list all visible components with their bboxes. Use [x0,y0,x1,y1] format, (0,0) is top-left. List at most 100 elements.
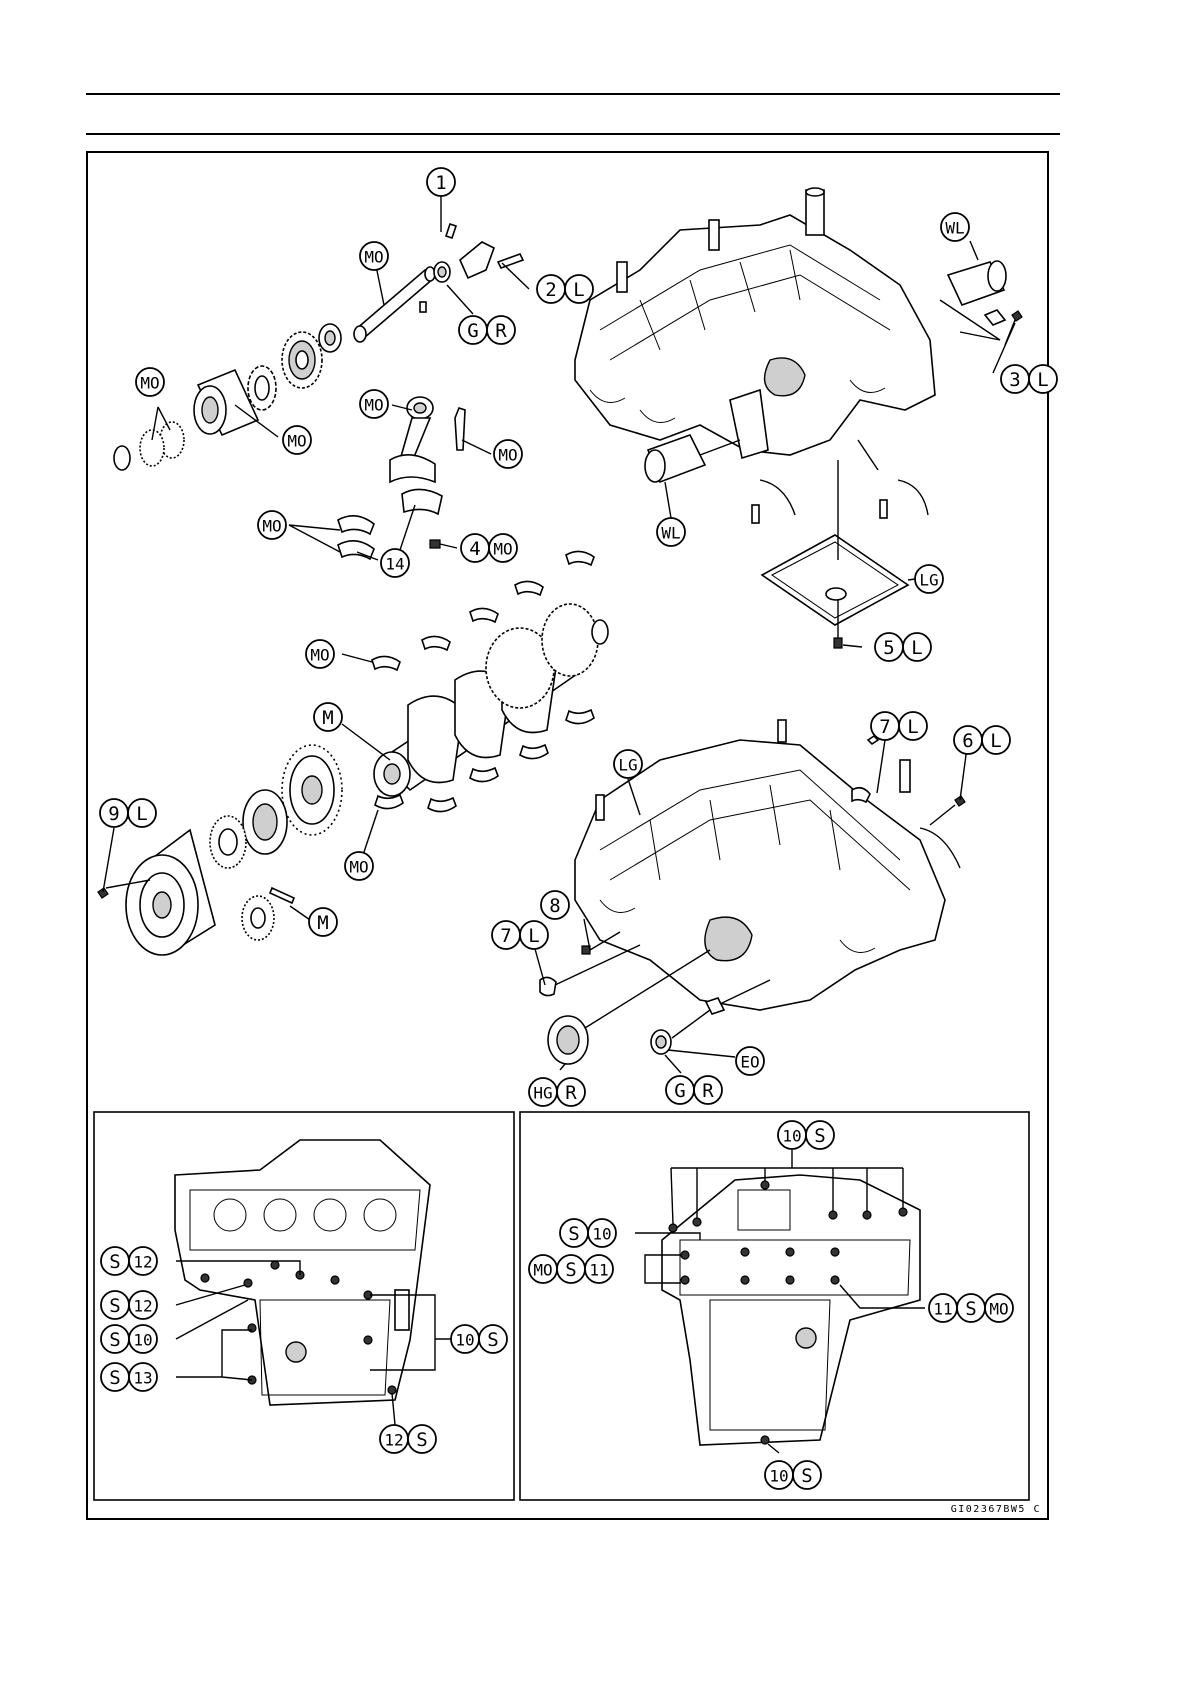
callout-e10Sb: 10S [765,1461,821,1489]
callout-text: 10 [455,1331,474,1350]
callout-text: MO [364,396,383,415]
callout-text: S [565,1259,576,1281]
starter-gear [282,745,342,835]
callout-text: R [565,1082,577,1104]
callout-text: WL [661,524,680,543]
callout-text: S [568,1223,579,1245]
callout-text: MO [533,1261,552,1280]
starter-idle-gear [242,888,294,940]
callout-text: 6 [962,730,973,752]
callout-dS12a: S 12 [101,1247,157,1275]
crankshaft [374,604,608,796]
callout-c14: 14 [381,549,409,577]
callout-text: 10 [769,1467,788,1486]
callout-text: 13 [133,1369,152,1388]
callout-text: 12 [133,1253,152,1272]
callout-cWL1: WL [941,213,969,241]
callout-text: S [487,1329,498,1351]
callout-text: S [416,1429,427,1451]
callout-text: S [109,1251,120,1273]
callout-text: L [911,637,922,659]
callout-text: LG [919,571,938,590]
callout-cM2: M [309,908,337,936]
callout-text: MO [364,248,383,267]
callout-text: MO [310,646,329,665]
callout-c8: 8 [541,891,569,919]
upper-crankcase [575,188,935,458]
callout-text: 10 [782,1127,801,1146]
callout-text: R [495,320,507,342]
balancer-gear [282,332,322,388]
callout-text: 7 [500,925,511,947]
callout-text: G [674,1080,685,1102]
callout-text: EO [740,1053,759,1072]
callout-text: M [322,707,333,729]
callout-text: 2 [545,279,556,301]
callout-e10Sa: 10 S [778,1121,834,1149]
callout-text: L [528,925,539,947]
callout-text: M [317,912,328,934]
callout-text: L [1037,369,1048,391]
callout-cLG2: LG [614,750,642,778]
callout-text: L [907,716,918,738]
water-pipe-upper [940,261,1022,345]
callout-text: LG [618,756,637,775]
connecting-rod [390,397,465,548]
callout-text: L [573,279,584,301]
inset-right-case [662,1175,920,1445]
rod-bearing-inserts [338,516,374,559]
callout-cHGR: HG R [529,1078,585,1106]
callout-cMO3: MO [283,426,311,454]
callout-text: MO [493,540,512,559]
oil-screen-plate [762,460,908,648]
inset-left-case [175,1140,430,1405]
callout-d12S: 12 S [380,1425,436,1453]
callout-c7b: 7L [492,921,548,949]
callout-text: HG [533,1084,552,1103]
gear-ring [248,366,276,410]
callout-cM1: M [314,703,342,731]
callout-text: 12 [133,1297,152,1316]
callout-text: MO [989,1300,1008,1319]
callout-text: MO [140,374,159,393]
callout-text: S [965,1298,976,1320]
callout-text: S [814,1125,825,1147]
callout-text: S [109,1367,120,1389]
callout-text: 14 [385,555,404,574]
callout-text: S [109,1329,120,1351]
callout-text: G [467,320,478,342]
callout-text: MO [262,517,281,536]
callout-dS13: S 13 [101,1363,157,1391]
callout-c6: 6L [954,726,1010,754]
callout-cEO: EO [736,1047,764,1075]
callout-c7a: 7L [871,712,927,740]
callout-text: 8 [549,895,560,917]
callout-cLG1: LG [915,565,943,593]
callout-text: 9 [108,803,119,825]
callout-text: S [109,1295,120,1317]
callout-text: 12 [384,1431,403,1450]
callout-c2: 2L [537,275,593,303]
callout-text: MO [287,432,306,451]
callout-text: R [702,1080,714,1102]
callout-cMO4: MO [360,390,388,418]
callout-cWL2: WL [657,518,685,546]
callout-text: 3 [1009,369,1020,391]
callout-cMO1: MO [360,242,388,270]
callout-text: 10 [592,1225,611,1244]
callout-text: L [136,803,147,825]
callout-c1: 1 [427,168,455,196]
callout-cMO2: MO [136,368,164,396]
callout-text: MO [349,858,368,877]
alternator-rotor [98,830,215,955]
callout-text: 5 [883,637,894,659]
callout-cMO5: MO [494,440,522,468]
callout-d10Sa: 10 S [451,1325,507,1353]
